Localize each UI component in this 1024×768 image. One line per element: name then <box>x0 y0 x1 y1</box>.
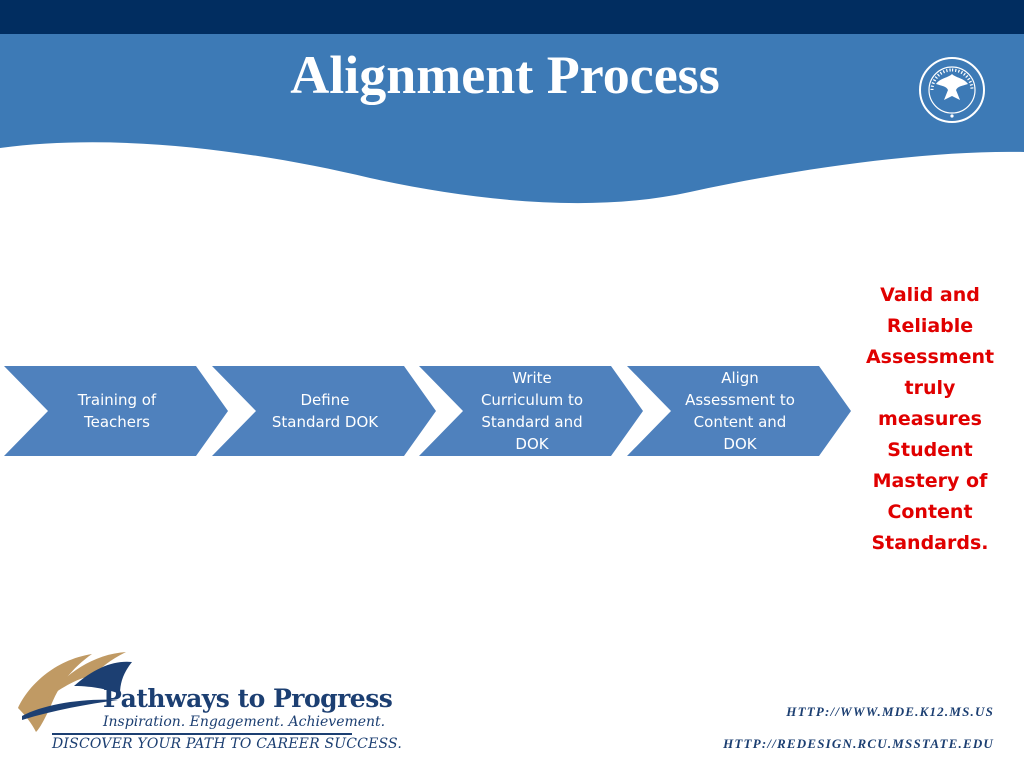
callout-line: Reliable <box>886 315 974 337</box>
slide-title: Alignment Process <box>290 45 720 105</box>
process-step-3-line: DOK <box>515 435 549 453</box>
process-step-3-label: Write Curriculum to Standard and DOK <box>461 366 603 456</box>
callout-line: Assessment <box>865 346 995 368</box>
callout-line: Content <box>887 501 973 523</box>
callout-line: Valid and <box>880 284 980 306</box>
callout-line: Standards. <box>871 532 989 554</box>
state-department-of-education-seal-icon <box>919 57 985 123</box>
process-step-2-chevron <box>212 366 436 456</box>
process-step-4-line: DOK <box>723 435 757 453</box>
process-step-1-label: Training of Teachers <box>46 366 188 456</box>
outcome-callout: Valid and Reliable Assessment truly meas… <box>860 280 1000 559</box>
process-step-1-line: Training of <box>77 391 157 409</box>
logo-divider <box>52 733 352 735</box>
header-top-stripe <box>0 0 1024 34</box>
mde-url-link[interactable]: HTTP://WWW.MDE.K12.MS.US <box>786 704 994 719</box>
callout-line: measures <box>878 408 982 430</box>
process-step-2-line: Standard DOK <box>271 413 379 431</box>
process-step-3-chevron <box>419 366 643 456</box>
process-step-3-line: Curriculum to <box>480 391 584 409</box>
process-step-1-chevron <box>4 366 228 456</box>
process-step-1-line: Teachers <box>83 413 150 431</box>
pathways-logo-swoosh-icon <box>18 652 132 732</box>
process-step-2-label: Define Standard DOK <box>254 366 396 456</box>
process-step-4-chevron <box>627 366 851 456</box>
header-wave <box>0 34 1024 204</box>
process-step-4-line: Content and <box>693 413 787 431</box>
callout-line: Student <box>887 439 973 461</box>
logo-name: Pathways to Progress <box>103 684 393 713</box>
callout-line: truly <box>904 377 956 399</box>
process-step-4-line: Align <box>721 369 759 387</box>
process-step-2-line: Define <box>300 391 350 409</box>
process-step-4-label: Align Assessment to Content and DOK <box>669 366 811 456</box>
logo-slogan: DISCOVER YOUR PATH TO CAREER SUCCESS. <box>52 736 402 752</box>
logo-tagline: Inspiration. Engagement. Achievement. <box>103 714 386 730</box>
callout-line: Mastery of <box>872 470 988 492</box>
rcu-url-link[interactable]: HTTP://REDESIGN.RCU.MSSTATE.EDU <box>723 736 994 751</box>
process-step-4-line: Assessment to <box>685 391 795 409</box>
process-step-3-line: Write <box>512 369 552 387</box>
process-flow <box>4 366 851 456</box>
header-band <box>0 0 1024 204</box>
process-step-3-line: Standard and <box>481 413 583 431</box>
